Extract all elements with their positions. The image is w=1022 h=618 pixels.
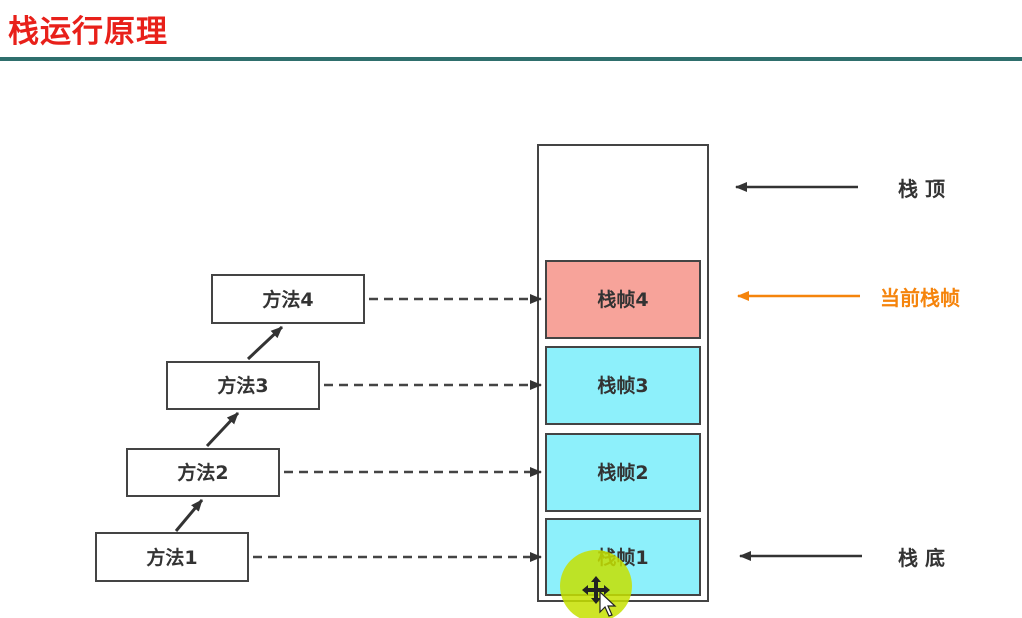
method-4: 方法4 [211,274,365,324]
title-divider [0,57,1022,61]
method-1-box [95,532,249,582]
call-arrow-2-3 [205,411,240,448]
method-3-box [166,361,320,410]
stack-frame-4-label: 栈帧4 [597,288,648,311]
stack-frame-3-label: 栈帧3 [597,374,648,397]
method-4-box [211,274,365,324]
stack-frame-2-label: 栈帧2 [597,461,648,484]
method-4-label: 方法4 [262,288,313,311]
stack-frame-3-box [545,346,701,425]
method-1-label: 方法1 [146,546,197,569]
page-title: 栈运行原理 [8,14,168,50]
method-2: 方法2 [126,448,280,497]
stack-frame-2: 栈帧2 [545,433,701,512]
current-frame-label: 当前栈帧 [880,286,960,310]
method-2-label: 方法2 [177,461,228,484]
method-3-label: 方法3 [217,374,268,397]
move-cursor-icon [560,550,632,618]
call-arrow-3-4 [246,325,284,361]
stack-bottom-label: 栈 底 [898,546,945,570]
method-1: 方法1 [95,532,249,582]
method-2-box [126,448,280,497]
stack-frame-4-box [545,260,701,339]
stack-frame-4: 栈帧4 [545,260,701,339]
stack-frame-3: 栈帧3 [545,346,701,425]
call-arrow-1-2 [174,499,204,532]
stack-frame-2-box [545,433,701,512]
stack-top-label: 栈 顶 [898,177,945,201]
method-3: 方法3 [166,361,320,410]
